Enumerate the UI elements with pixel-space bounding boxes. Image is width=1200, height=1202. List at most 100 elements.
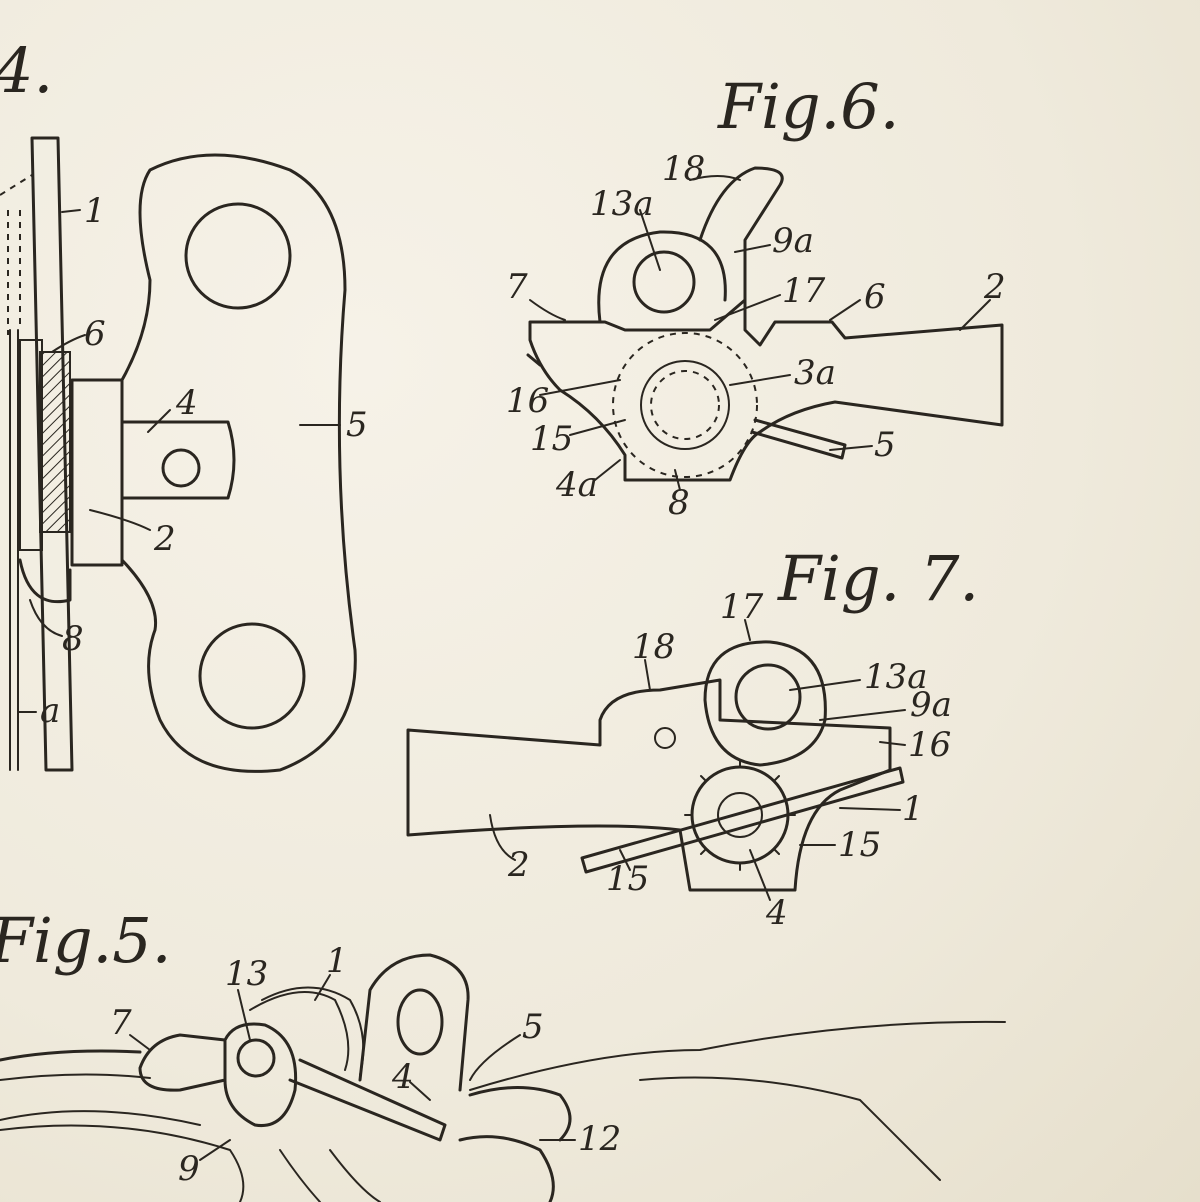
fig5-handle xyxy=(358,953,470,1092)
fig6-leader-15 xyxy=(569,419,626,436)
fig7-leader-16 xyxy=(879,741,906,746)
fig6-cam xyxy=(597,230,727,324)
fig4-shaft xyxy=(120,420,236,500)
fig7-bar-15 xyxy=(580,766,905,874)
fig6-label-5: 5 xyxy=(874,425,896,465)
fig7-leader-4 xyxy=(749,849,771,901)
fig4-label-5: 5 xyxy=(346,405,368,445)
figure-4: 4. 1 6 4 5 2 8 a xyxy=(0,34,368,773)
fig6-gear-outer xyxy=(612,332,758,478)
fig4-housing-lines xyxy=(9,329,19,771)
fig6-leader-4a xyxy=(594,459,621,481)
fig7-leader-9a xyxy=(819,709,906,721)
fig5-leader-5 xyxy=(469,1034,521,1081)
fig5-part-12 xyxy=(458,1135,555,1202)
fig7-title: Fig. 7. xyxy=(777,542,979,615)
fig5-strap xyxy=(469,1020,1006,1091)
fig4-label-2: 2 xyxy=(153,519,176,559)
fig5-label-12: 12 xyxy=(578,1119,621,1159)
fig6-leader-9a xyxy=(734,244,771,253)
fig6-leader-8 xyxy=(674,469,681,491)
fig5-arm xyxy=(288,1058,447,1142)
fig6-leader-16 xyxy=(539,379,621,396)
fig6-leader-6 xyxy=(829,299,861,321)
fig7-label-18: 18 xyxy=(632,627,675,667)
fig6-label-7: 7 xyxy=(506,267,528,307)
fig5-crystal xyxy=(0,1124,245,1202)
fig4-label-a: a xyxy=(40,691,60,731)
fig6-leader-5 xyxy=(829,445,873,451)
fig7-label-13a: 13a xyxy=(864,657,928,697)
fig6-label-9a: 9a xyxy=(772,221,814,261)
fig6-label-15: 15 xyxy=(530,419,573,459)
fig4-leader-1 xyxy=(61,209,81,213)
fig7-leader-1 xyxy=(839,807,901,811)
fig6-bar-5 xyxy=(526,353,847,460)
fig6-leader-2 xyxy=(959,299,991,331)
fig7-label-4: 4 xyxy=(765,893,788,933)
fig4-key-handle xyxy=(120,153,357,773)
fig7-leader-15a xyxy=(619,849,631,871)
fig5-strap-lower xyxy=(639,1076,941,1181)
fig5-leader-4 xyxy=(409,1081,431,1101)
fig5-handle-hole xyxy=(396,988,444,1056)
fig6-leader-18 xyxy=(689,175,741,181)
fig4-leader-2 xyxy=(89,509,151,531)
fig7-label-16: 16 xyxy=(908,725,951,765)
fig6-pivot-13a xyxy=(632,250,696,314)
fig5-leader-1 xyxy=(314,974,331,1001)
figure-7: Fig. 7. 17 18 13a 9a 16 1 15 2 15 xyxy=(406,542,979,933)
fig7-label-17: 17 xyxy=(720,587,764,627)
fig4-shaft-pin xyxy=(161,448,201,488)
fig7-leader-17 xyxy=(744,619,751,641)
fig5-label-7: 7 xyxy=(110,1003,132,1043)
fig6-gear-inner xyxy=(650,370,720,440)
fig7-pivot-13a xyxy=(734,663,802,731)
fig6-label-18: 18 xyxy=(662,149,705,189)
fig6-title: Fig.6. xyxy=(717,70,899,143)
fig6-label-2: 2 xyxy=(983,267,1006,307)
fig7-label-1: 1 xyxy=(902,789,924,829)
fig4-collar-hatch xyxy=(39,351,71,533)
fig7-gear-hub xyxy=(717,792,763,838)
figure-5: Fig.5. 13 1 7 5 4 12 xyxy=(0,904,1006,1202)
fig4-leader-4 xyxy=(147,409,171,433)
fig5-label-4: 4 xyxy=(391,1057,414,1097)
fig5-case-top xyxy=(0,1049,142,1062)
fig5-lower-lines xyxy=(279,1149,381,1202)
fig5-part-5 xyxy=(468,1086,572,1142)
fig4-key-hole-top xyxy=(184,202,292,310)
fig7-small-pin xyxy=(654,727,676,749)
fig7-leader-18 xyxy=(644,659,651,691)
fig4-label-4: 4 xyxy=(175,383,198,423)
fig4-leader-8 xyxy=(29,599,63,637)
fig5-title: Fig.5. xyxy=(0,904,171,977)
fig7-label-15b: 15 xyxy=(838,825,881,865)
fig4-label-1: 1 xyxy=(84,191,106,231)
fig7-label-9a: 9a xyxy=(910,685,952,725)
fig6-label-8: 8 xyxy=(668,483,690,523)
fig7-gear-teeth xyxy=(684,759,796,871)
fig4-label-8: 8 xyxy=(62,619,84,659)
fig4-hub xyxy=(70,378,124,567)
fig7-leader-13a xyxy=(789,679,861,691)
fig4-title: 4. xyxy=(0,34,53,107)
fig5-case-rings xyxy=(0,1073,201,1126)
fig6-leader-7 xyxy=(529,299,566,321)
fig4-hook xyxy=(18,558,72,604)
fig5-label-9: 9 xyxy=(178,1149,200,1189)
figure-6: Fig.6. 18 13a 9a 7 17 6 2 3a xyxy=(506,70,1006,523)
fig4-hidden-lines xyxy=(0,174,33,335)
fig7-label-15a: 15 xyxy=(606,859,649,899)
fig6-lever xyxy=(698,166,784,302)
fig5-leader-9 xyxy=(199,1139,231,1161)
fig6-label-17: 17 xyxy=(782,271,826,311)
fig6-label-6: 6 xyxy=(864,277,886,317)
fig4-key-hole-bottom xyxy=(198,622,306,730)
fig4-label-6: 6 xyxy=(84,314,106,354)
fig6-leader-17 xyxy=(714,294,781,321)
fig5-ring-13 xyxy=(223,1022,298,1128)
fig6-label-13a: 13a xyxy=(590,184,654,224)
